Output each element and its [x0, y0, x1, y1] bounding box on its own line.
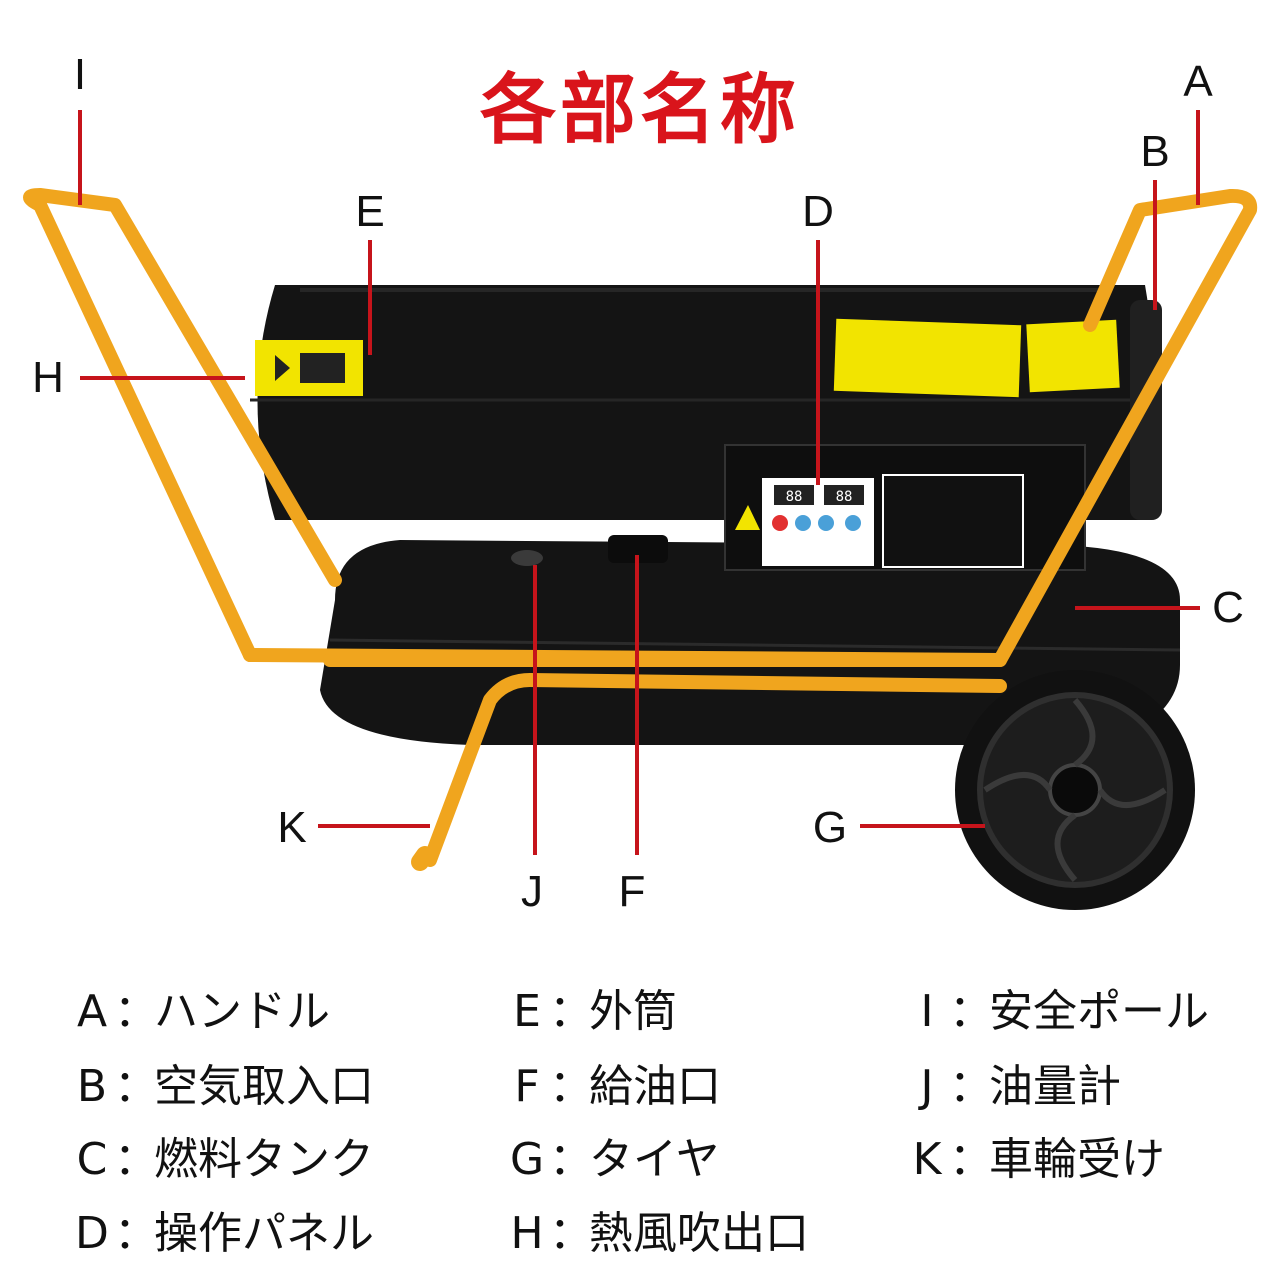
- display-left: 88: [786, 489, 803, 505]
- display-right: 88: [836, 489, 853, 505]
